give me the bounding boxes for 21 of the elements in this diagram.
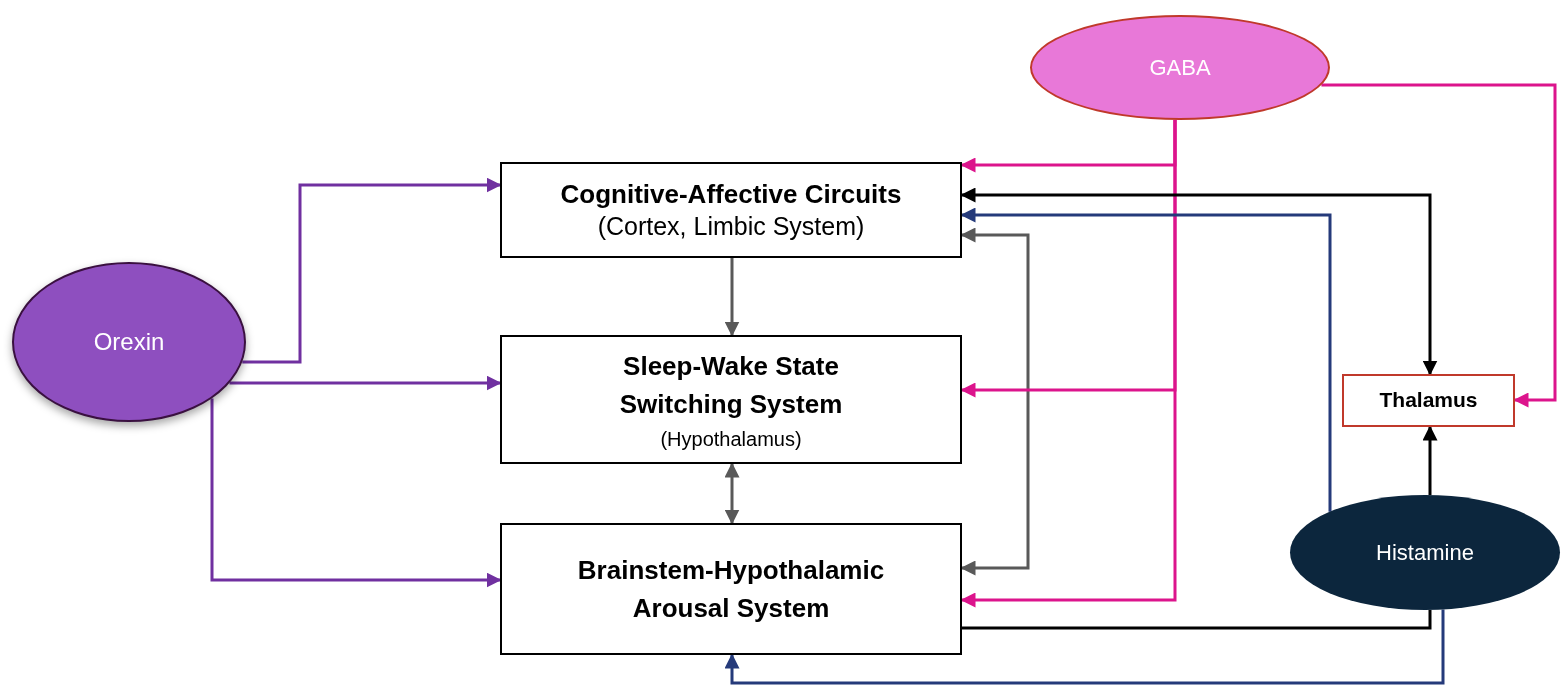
arrow (242, 177, 502, 364)
node-title: Brainstem-Hypothalamic Arousal System (576, 554, 886, 625)
node-title: Thalamus (1379, 387, 1478, 414)
node-title: Orexin (93, 327, 165, 357)
arrow (1321, 83, 1557, 408)
node-title: Histamine (1376, 538, 1474, 567)
process-box (500, 523, 962, 655)
node-subtitle: (Hypothalamus) (660, 427, 802, 452)
thalamus-box (1342, 374, 1515, 427)
arrow (210, 398, 502, 588)
arrow (724, 258, 740, 337)
node-title: Sleep-Wake State Switching System (618, 350, 844, 421)
arrow (724, 609, 1445, 685)
arrow (229, 375, 502, 391)
node-title: Cognitive-Affective Circuits (560, 178, 902, 211)
arrow (724, 462, 740, 525)
arrow (1422, 425, 1438, 496)
node-title: GABA (1149, 53, 1211, 82)
process-box (500, 335, 962, 464)
process-box (500, 162, 962, 258)
node-subtitle: (Cortex, Limbic System) (597, 210, 865, 242)
